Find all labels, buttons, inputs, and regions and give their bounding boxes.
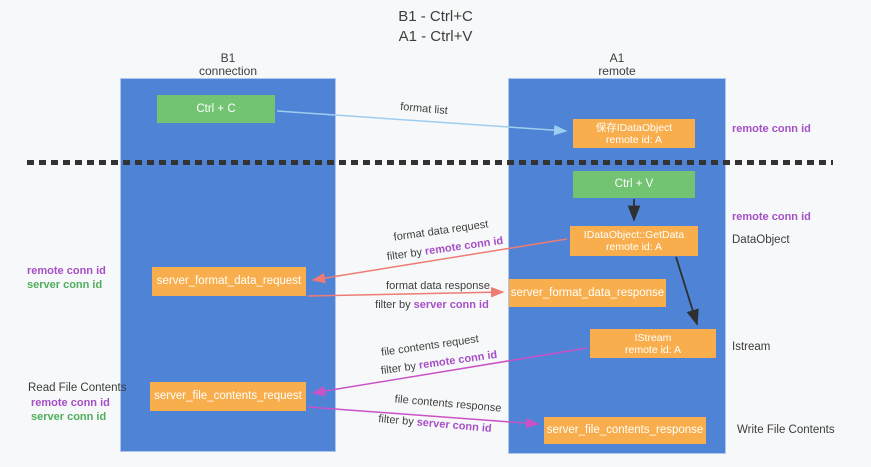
- annotation-remote-conn-id-top: remote conn id: [732, 123, 811, 135]
- node-istream-line1: IStream: [634, 331, 672, 344]
- annotation-istream: Istream: [732, 341, 771, 353]
- node-ctrl-c-label: Ctrl + C: [196, 102, 236, 115]
- filter-by-text: filter by: [375, 299, 411, 311]
- node-getdata-line2: remote id: A: [605, 241, 663, 253]
- label-format-list: format list: [399, 100, 449, 118]
- annotation-read-file-contents: Read File Contents: [28, 382, 127, 394]
- lane-a1-subtitle: remote: [598, 64, 636, 78]
- annotation-read-file-contents-group: Read File Contents remote conn id server…: [28, 382, 126, 424]
- node-server-file-contents-request: server_file_contents_request: [150, 382, 306, 411]
- annotation-dataobject: DataObject: [732, 234, 790, 246]
- annotation-conn-ids-left: remote conn id server conn id: [27, 264, 106, 292]
- remote-conn-id-key: remote conn id: [418, 348, 498, 372]
- node-idataobject-getdata: IDataObject::GetData remote id: A: [570, 226, 698, 256]
- node-save-dataobject-line2: remote id: A: [605, 133, 663, 146]
- node-server-format-data-response: server_format_data_response: [509, 279, 666, 307]
- lane-header-b1: B1 connection: [120, 52, 336, 78]
- annotation-remote-conn-id-left: remote conn id: [27, 265, 106, 277]
- arrow-format-data-response: [307, 286, 505, 298]
- title-line-1: B1 - Ctrl+C: [398, 8, 473, 25]
- node-istream: IStream remote id: A: [590, 329, 716, 358]
- node-save-dataobject-line1: 保存IDataObject: [595, 121, 673, 134]
- lane-a1-name: A1: [609, 51, 625, 65]
- node-file-response-label: server_file_contents_response: [546, 424, 704, 436]
- annotation-write-file-contents: Write File Contents: [737, 424, 835, 436]
- node-getdata-line1: IDataObject::GetData: [583, 229, 685, 241]
- lane-header-a1: A1 remote: [508, 52, 726, 78]
- node-save-dataobject: 保存IDataObject remote id: A: [573, 119, 695, 148]
- page-title: B1 - Ctrl+C A1 - Ctrl+V: [0, 7, 871, 47]
- lane-b1-name: B1: [220, 51, 236, 65]
- phase-separator-dashed-line: [27, 160, 833, 165]
- node-server-file-contents-response: server_file_contents_response: [544, 417, 706, 444]
- remote-conn-id-key: remote conn id: [424, 234, 504, 258]
- title-line-2: A1 - Ctrl+V: [398, 28, 473, 45]
- node-format-request-label: server_format_data_request: [156, 275, 302, 287]
- node-ctrl-v: Ctrl + V: [573, 171, 695, 198]
- label-format-data-response: format data response: [386, 280, 490, 292]
- annotation-server-conn-id-left: server conn id: [27, 279, 103, 291]
- node-server-format-data-request: server_format_data_request: [152, 267, 306, 296]
- annotation-remote-conn-id-bottom: remote conn id: [31, 397, 110, 409]
- node-ctrl-c: Ctrl + C: [157, 95, 275, 123]
- filter-by-text: filter by: [380, 360, 417, 378]
- annotation-remote-conn-id-mid: remote conn id: [732, 211, 811, 223]
- server-conn-id-key: server conn id: [416, 416, 493, 435]
- filter-by-text: filter by: [377, 413, 415, 429]
- server-conn-id-key: server conn id: [413, 299, 489, 311]
- label-file-contents-response: file contents response: [394, 393, 502, 415]
- node-ctrl-v-label: Ctrl + V: [614, 178, 654, 190]
- annotation-server-conn-id-bottom: server conn id: [31, 411, 107, 423]
- node-file-request-label: server_file_contents_request: [154, 390, 302, 402]
- node-istream-line2: remote id: A: [624, 343, 682, 356]
- lane-b1-subtitle: connection: [198, 64, 258, 78]
- filter-by-text: filter by: [386, 246, 423, 264]
- node-format-response-label: server_format_data_response: [510, 286, 665, 299]
